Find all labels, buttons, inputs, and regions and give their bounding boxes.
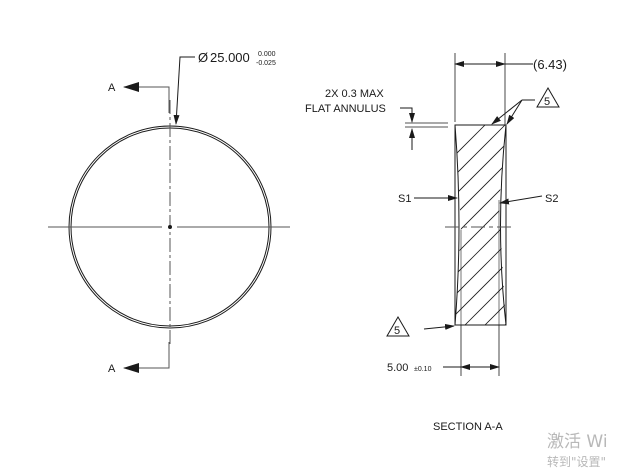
- surface-s2-label: S2: [545, 193, 558, 205]
- section-outline: [454, 124, 507, 326]
- diameter-tol-lower: -0.025: [256, 60, 276, 67]
- note-leader-bottom: [423, 323, 455, 330]
- diameter-tol-upper: 0.000: [258, 51, 276, 58]
- front-view: Ø 25.000 0.000 -0.025 A A: [48, 50, 290, 375]
- diameter-value: 25.000: [210, 50, 250, 65]
- section-view: (6.43) 2X 0.3 MAX FLAT ANNULUS 5 S1 S2 5…: [305, 53, 567, 433]
- note-leader-top-a: [491, 99, 523, 125]
- thickness-value: 5.00: [387, 362, 408, 374]
- surface-s1-label: S1: [398, 193, 411, 205]
- surface-s2-curve: [500, 124, 507, 326]
- diameter-leader: [173, 56, 195, 125]
- surface-s1-curve: [454, 124, 460, 326]
- diameter-symbol: Ø: [198, 50, 208, 65]
- thickness-tol: ±0.10: [414, 366, 432, 373]
- flat-annulus-line2: FLAT ANNULUS: [305, 103, 386, 115]
- s2-leader: [499, 195, 543, 205]
- section-label-top: A: [108, 82, 116, 94]
- section-hatching: [455, 125, 506, 325]
- note-flag-top: [536, 87, 560, 108]
- note-flag-bottom-text: 5: [394, 325, 400, 337]
- flat-annulus-leader: [400, 107, 415, 123]
- center-point: [168, 225, 172, 229]
- activation-watermark-line2: 转到"设置": [547, 455, 607, 469]
- note-flag-top-text: 5: [544, 96, 550, 108]
- note-flag-bottom: [386, 316, 410, 337]
- flat-annulus-line1: 2X 0.3 MAX: [325, 88, 384, 100]
- section-title: SECTION A-A: [433, 421, 503, 433]
- activation-watermark-line1: 激活 Wi: [547, 432, 608, 452]
- section-arrow-bottom: [123, 342, 170, 373]
- ref-dimension: (6.43): [533, 57, 567, 72]
- note-leader-top-b: [506, 99, 523, 125]
- section-label-bottom: A: [108, 363, 116, 375]
- section-arrow-top: [123, 82, 170, 113]
